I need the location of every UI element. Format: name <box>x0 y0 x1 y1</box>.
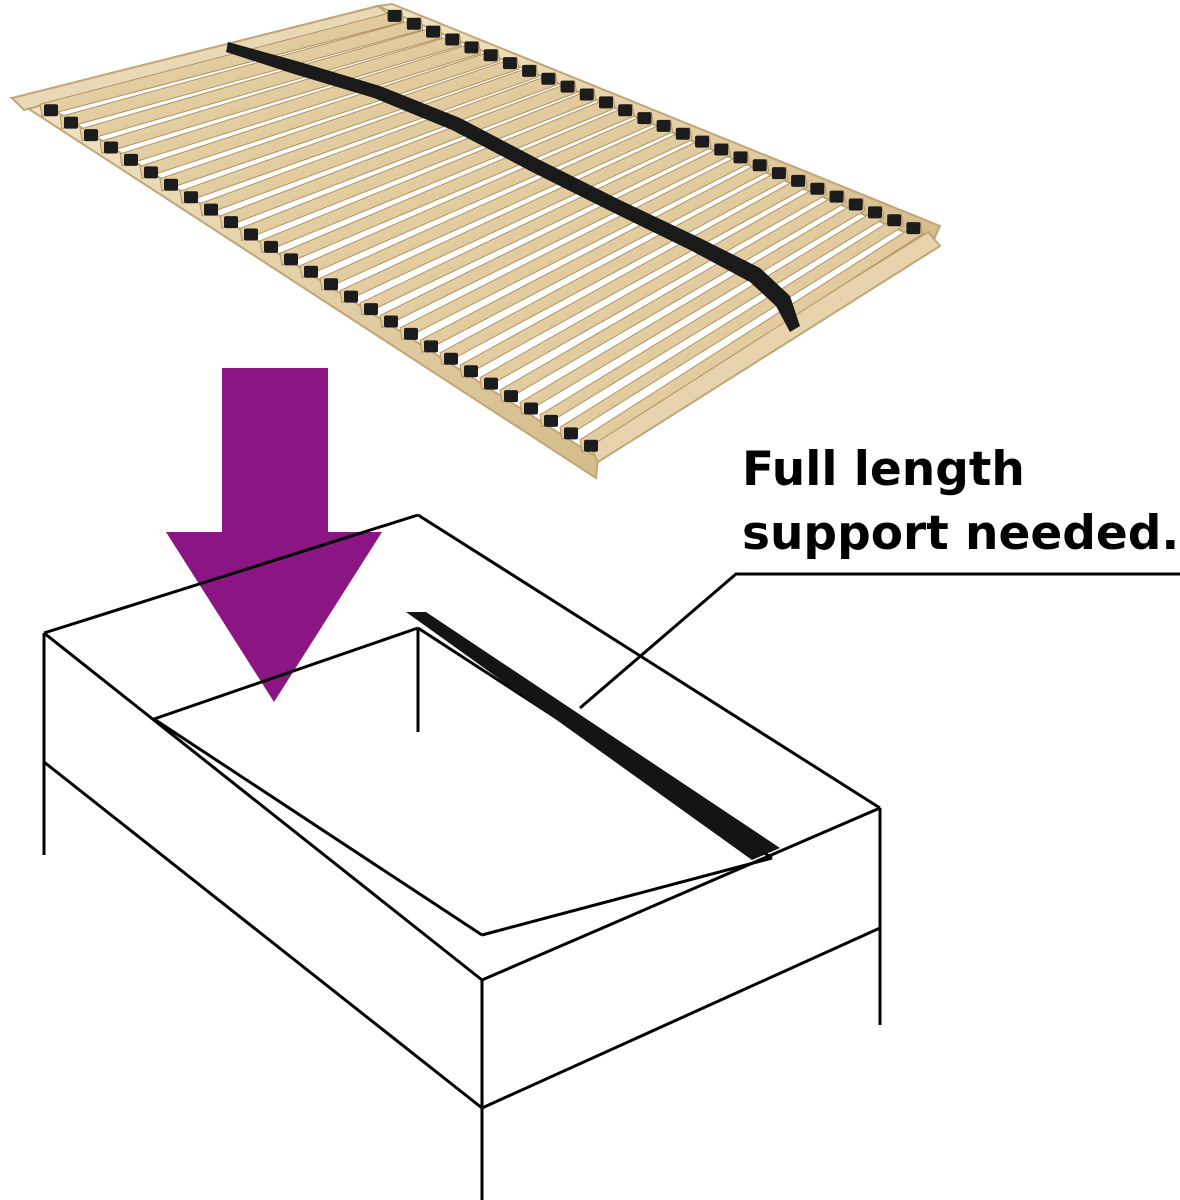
slat-clip <box>284 253 298 266</box>
slat-clip <box>364 303 378 316</box>
slat-clip <box>324 278 338 291</box>
slat <box>59 17 424 130</box>
slat-clip <box>695 135 710 148</box>
slat-clip <box>184 191 198 204</box>
slat-clip <box>483 49 498 62</box>
slat-clip <box>544 414 558 427</box>
slat-clip <box>484 377 498 390</box>
slat-clip <box>752 159 767 172</box>
slat-clip <box>387 9 402 22</box>
slat <box>99 32 462 155</box>
slat-clip <box>424 340 438 353</box>
slat-clip <box>848 198 863 211</box>
slat-clip <box>675 127 690 140</box>
support-beam-icon <box>406 612 780 860</box>
slat <box>39 9 405 117</box>
slat-clip <box>579 88 594 101</box>
slat-clip <box>810 182 825 195</box>
slat-clip <box>560 80 575 93</box>
slat-clip <box>144 166 158 179</box>
slat-clip <box>204 203 218 216</box>
slat <box>559 213 904 441</box>
slats-group <box>39 9 923 453</box>
slat <box>79 25 443 142</box>
slat-clip <box>124 153 138 166</box>
slat-clip <box>522 64 537 77</box>
slat-clip <box>264 240 278 253</box>
slat-clip <box>867 206 882 219</box>
slat-clip <box>164 178 178 191</box>
slat-clip <box>829 190 844 203</box>
slat-clip <box>464 41 479 54</box>
slat-clip <box>44 104 58 117</box>
slat-clip <box>524 402 538 415</box>
slat-clip <box>344 290 358 303</box>
slat-clip <box>84 129 98 142</box>
slat <box>119 40 482 167</box>
slat-clip <box>598 96 613 109</box>
slat-clip <box>541 72 556 85</box>
slat <box>579 221 923 453</box>
slat-clip <box>564 427 578 440</box>
slat-clip <box>504 390 518 403</box>
callout-leader-line <box>579 572 1180 710</box>
slat-clip <box>384 315 398 328</box>
slat-clip <box>906 222 921 235</box>
callout-line-2: support needed. <box>742 506 1180 561</box>
slat-clip <box>304 265 318 278</box>
slat-clip <box>224 216 238 229</box>
slat-clip <box>104 141 118 154</box>
down-arrow-icon <box>166 368 382 702</box>
slat-clip <box>464 365 478 378</box>
slat-clip <box>656 119 671 132</box>
slat-clip <box>406 17 421 30</box>
slat-clip <box>618 104 633 117</box>
slat-clip <box>445 33 460 46</box>
slat-clip <box>426 25 441 38</box>
bed-frame-icon <box>42 513 882 1200</box>
slat-clip <box>887 214 902 227</box>
slat-clip <box>502 57 517 70</box>
slat-clip <box>584 439 598 452</box>
slat-clip <box>244 228 258 241</box>
slat-clip <box>791 174 806 187</box>
slat-clip <box>404 327 418 340</box>
slatted-frame-icon <box>9 2 942 480</box>
slat-clip <box>444 352 458 365</box>
slat-clip <box>64 116 78 129</box>
slat-clip <box>637 112 652 125</box>
slat-clip <box>771 167 786 180</box>
slat-clips-group <box>44 9 921 452</box>
slat-clip <box>714 143 729 156</box>
slat-clip <box>733 151 748 164</box>
callout-label: Full length support needed. <box>742 438 1180 566</box>
callout-line-1: Full length <box>742 442 1025 497</box>
